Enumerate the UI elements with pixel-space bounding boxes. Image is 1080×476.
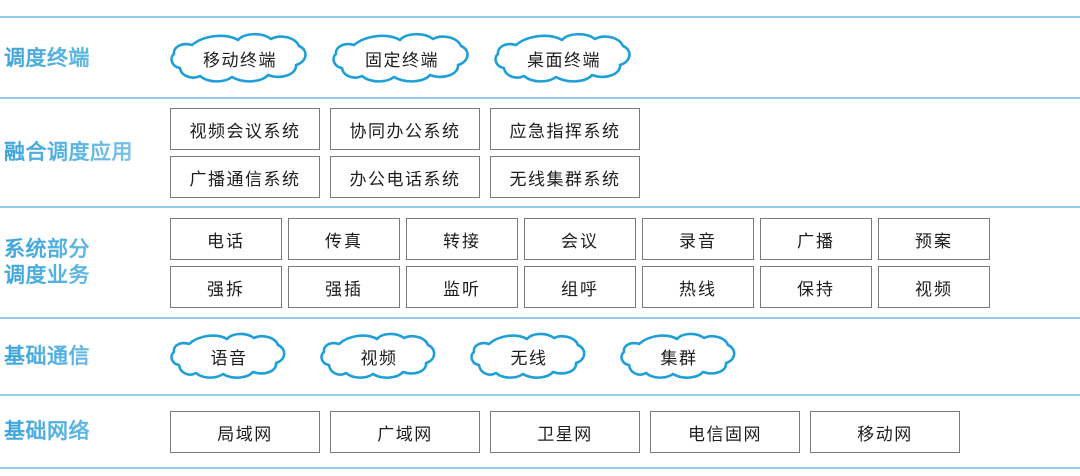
layer-row-business: 系统部分 调度业务 电话 传真 转接 会议 录音 广播 预案 强拆 强插 监听 … xyxy=(0,216,1080,310)
layer-label-terminal: 调度终端 xyxy=(0,46,170,72)
separator-rule-top xyxy=(0,16,1080,18)
layer-label-basic-network: 基础网络 xyxy=(0,419,170,445)
cloud-item-video[interactable]: 视频 xyxy=(320,331,438,383)
separator-rule-business xyxy=(0,317,1080,319)
layer-label-application: 融合调度应用 xyxy=(0,140,170,166)
cloud-label: 桌面终端 xyxy=(527,51,601,71)
box-item-video[interactable]: 视频 xyxy=(878,266,990,308)
box-item-group-call[interactable]: 组呼 xyxy=(524,266,636,308)
box-line: 广播通信系统 办公电话系统 无线集群系统 xyxy=(170,156,1080,198)
box-line: 强拆 强插 监听 组呼 热线 保持 视频 xyxy=(170,266,1080,308)
cloud-item-trunking[interactable]: 集群 xyxy=(620,331,738,383)
cloud-line: 语音 视频 无线 xyxy=(170,331,1080,383)
box-item-wireless-trunking-system[interactable]: 无线集群系统 xyxy=(490,156,640,198)
box-item-forced-release[interactable]: 强拆 xyxy=(170,266,282,308)
box-item-collaborative-office-system[interactable]: 协同办公系统 xyxy=(330,108,480,150)
cloud-line: 移动终端 固定终端 桌面终端 xyxy=(170,31,1080,87)
box-item-recording[interactable]: 录音 xyxy=(642,218,754,260)
box-item-satellite-net[interactable]: 卫星网 xyxy=(490,411,640,453)
box-line: 局域网 广域网 卫星网 电信固网 移动网 xyxy=(170,411,1080,453)
layer-row-basic-network: 基础网络 局域网 广域网 卫星网 电信固网 移动网 xyxy=(0,404,1080,460)
layer-content-terminal: 移动终端 固定终端 桌面终端 xyxy=(170,31,1080,87)
box-item-telecom-fixed-net[interactable]: 电信固网 xyxy=(650,411,800,453)
box-item-video-conference-system[interactable]: 视频会议系统 xyxy=(170,108,320,150)
layer-content-basic-network: 局域网 广域网 卫星网 电信固网 移动网 xyxy=(170,411,1080,453)
box-item-plan[interactable]: 预案 xyxy=(878,218,990,260)
layer-label-basic-communication: 基础通信 xyxy=(0,344,170,370)
cloud-shape-icon xyxy=(332,32,469,83)
box-item-hold[interactable]: 保持 xyxy=(760,266,872,308)
box-item-telephone[interactable]: 电话 xyxy=(170,218,282,260)
separator-rule-bottom xyxy=(0,467,1080,469)
box-line: 电话 传真 转接 会议 录音 广播 预案 xyxy=(170,218,1080,260)
separator-rule-terminal xyxy=(0,97,1080,99)
cloud-shape-icon xyxy=(470,332,586,379)
layer-content-basic-communication: 语音 视频 无线 xyxy=(170,331,1080,383)
cloud-label: 移动终端 xyxy=(203,51,277,71)
box-item-wan[interactable]: 广域网 xyxy=(330,411,480,453)
cloud-shape-icon xyxy=(620,332,736,379)
layer-row-basic-communication: 基础通信 语音 视频 xyxy=(0,327,1080,387)
cloud-item-wireless[interactable]: 无线 xyxy=(470,331,588,383)
box-item-transfer[interactable]: 转接 xyxy=(406,218,518,260)
cloud-label: 无线 xyxy=(510,349,548,369)
box-item-broadcast-communication-system[interactable]: 广播通信系统 xyxy=(170,156,320,198)
cloud-shape-icon xyxy=(170,332,286,379)
box-item-hotline[interactable]: 热线 xyxy=(642,266,754,308)
cloud-item-voice[interactable]: 语音 xyxy=(170,331,288,383)
box-item-mobile-net[interactable]: 移动网 xyxy=(810,411,960,453)
box-item-office-telephone-system[interactable]: 办公电话系统 xyxy=(330,156,480,198)
box-item-lan[interactable]: 局域网 xyxy=(170,411,320,453)
cloud-item-desktop-terminal[interactable]: 桌面终端 xyxy=(494,31,634,87)
cloud-item-mobile-terminal[interactable]: 移动终端 xyxy=(170,31,310,87)
cloud-label: 语音 xyxy=(210,349,248,369)
box-item-emergency-command-system[interactable]: 应急指挥系统 xyxy=(490,108,640,150)
cloud-shape-icon xyxy=(170,32,307,83)
cloud-label: 固定终端 xyxy=(365,51,439,71)
separator-rule-application xyxy=(0,206,1080,208)
box-item-fax[interactable]: 传真 xyxy=(288,218,400,260)
layer-label-business: 系统部分 调度业务 xyxy=(0,237,170,288)
cloud-label: 集群 xyxy=(660,349,698,369)
layer-row-terminal: 调度终端 移动终端 固定终端 xyxy=(0,26,1080,92)
box-item-conference[interactable]: 会议 xyxy=(524,218,636,260)
layer-content-application: 视频会议系统 协同办公系统 应急指挥系统 广播通信系统 办公电话系统 无线集群系… xyxy=(170,108,1080,198)
separator-rule-communication xyxy=(0,394,1080,396)
layer-row-application: 融合调度应用 视频会议系统 协同办公系统 应急指挥系统 广播通信系统 办公电话系… xyxy=(0,107,1080,199)
cloud-label: 视频 xyxy=(360,349,398,369)
box-line: 视频会议系统 协同办公系统 应急指挥系统 xyxy=(170,108,1080,150)
box-item-forced-insert[interactable]: 强插 xyxy=(288,266,400,308)
cloud-item-fixed-terminal[interactable]: 固定终端 xyxy=(332,31,472,87)
layer-content-business: 电话 传真 转接 会议 录音 广播 预案 强拆 强插 监听 组呼 热线 保持 视… xyxy=(170,218,1080,308)
cloud-shape-icon xyxy=(494,32,631,83)
box-item-monitoring[interactable]: 监听 xyxy=(406,266,518,308)
cloud-shape-icon xyxy=(320,332,436,379)
box-item-broadcast[interactable]: 广播 xyxy=(760,218,872,260)
